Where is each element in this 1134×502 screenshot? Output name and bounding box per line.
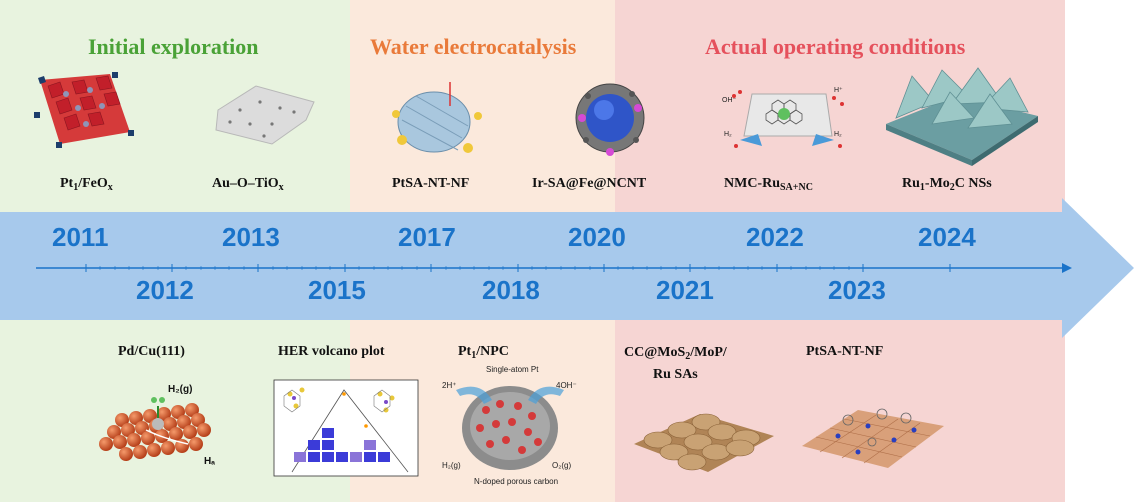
- pt-feox-structure-image: [34, 72, 134, 148]
- h-plus-label: H⁺: [834, 87, 843, 94]
- single-atom-label: Single-atom Pt: [486, 365, 539, 374]
- her-volcano-plot-image: [273, 379, 419, 477]
- phase-title-water: Water electrocatalysis: [370, 34, 577, 59]
- label-pt1-npc-sub: 1: [471, 350, 477, 361]
- label-ru1-mo2c: Ru1-Mo2C NSs: [902, 176, 992, 193]
- label-au-o-tiox-main: Au–O–TiO: [212, 176, 279, 191]
- h2g-small-label: H₂(g): [442, 461, 461, 470]
- label-ru1-mo2c-main: Ru: [902, 176, 920, 191]
- pd-cu111-surface-image: H₂(g) Hₐ: [99, 384, 215, 467]
- label-cc-mos2-mop-line2: Ru SAs: [653, 367, 698, 382]
- oh-label: OH⁻: [722, 97, 737, 104]
- label-nmc-ru: NMC-RuSA+NC: [724, 176, 813, 193]
- ptsa-nt-nf-structure-image: [392, 82, 482, 153]
- ru-mo2c-nanosheets-image: [886, 67, 1038, 166]
- label-cc-mos2-mop: CC@MoS2/MoP/ Ru SAs: [624, 344, 727, 384]
- label-cc-mos2-a: CC@MoS: [624, 345, 686, 360]
- year-2022: 2022: [746, 222, 804, 252]
- label-au-o-tiox-sub: x: [278, 182, 284, 193]
- h2-left-label: H₂: [724, 131, 732, 138]
- label-ru1-mo2c-sub2: 2: [949, 182, 955, 193]
- year-2018: 2018: [482, 275, 540, 305]
- year-2015: 2015: [308, 275, 366, 305]
- label-pt1-npc-end: /NPC: [476, 344, 509, 359]
- label-ru1-mo2c-mid: -Mo: [924, 176, 950, 191]
- cc-mos2-mop-ru-image: [634, 413, 774, 472]
- au-o-tiox-surface-image: [215, 85, 315, 145]
- o2g-label: O₂(g): [552, 461, 571, 470]
- year-2013: 2013: [222, 222, 280, 252]
- year-2017: 2017: [398, 222, 456, 252]
- label-pt1-feox-mid: /FeO: [78, 176, 108, 191]
- label-pt1-npc-main: Pt: [458, 344, 472, 359]
- label-nmc-ru-main: NMC-Ru: [724, 176, 780, 191]
- label-pt1-feox-sub2: x: [107, 182, 113, 193]
- label-ptsa-nt-nf-top: PtSA-NT-NF: [392, 176, 470, 191]
- ptsa-nt-nf-lattice-image: [802, 408, 944, 468]
- ir-sa-fe-ncnt-structure-image: [575, 83, 645, 156]
- phase-title-operating: Actual operating conditions: [705, 34, 966, 59]
- label-nmc-ru-sub: SA+NC: [780, 182, 813, 193]
- year-2011: 2011: [52, 222, 109, 252]
- two-h-label: 2H⁺: [442, 381, 456, 390]
- label-ru1-mo2c-sub1: 1: [919, 182, 925, 193]
- label-ptsa-nt-nf-bottom: PtSA-NT-NF: [806, 344, 884, 359]
- year-2020: 2020: [568, 222, 626, 252]
- phase-title-initial: Initial exploration: [88, 34, 259, 59]
- label-pd-cu111: Pd/Cu(111): [118, 344, 185, 359]
- pt1-npc-structure-image: Single-atom Pt 2H⁺ 4OH⁻ H₂(g) O₂(g) N-do…: [442, 365, 577, 486]
- year-2021: 2021: [656, 275, 714, 305]
- h2g-label: H₂(g): [168, 384, 192, 395]
- label-pt1-feox-main: Pt: [60, 176, 74, 191]
- label-au-o-tiox: Au–O–TiOx: [212, 176, 284, 193]
- label-pt1-feox-sub1: 1: [73, 182, 79, 193]
- label-pt1-npc: Pt1/NPC: [458, 344, 509, 361]
- label-cc-mos2-mop-line1: CC@MoS2/MoP/: [624, 344, 727, 366]
- label-her-volcano: HER volcano plot: [278, 344, 385, 359]
- year-2023: 2023: [828, 275, 886, 305]
- ha-label: Hₐ: [204, 456, 215, 467]
- nmc-ru-structure-image: OH⁻ H⁺ H₂ H₂: [722, 87, 844, 148]
- label-ir-sa-fe-ncnt: Ir-SA@Fe@NCNT: [532, 176, 647, 191]
- label-cc-mos2-sub: 2: [685, 351, 691, 362]
- four-oh-label: 4OH⁻: [556, 381, 577, 390]
- year-2024: 2024: [918, 222, 976, 252]
- label-ru1-mo2c-end: C NSs: [954, 176, 992, 191]
- porous-carbon-label: N-doped porous carbon: [474, 477, 558, 486]
- label-cc-mos2-b: /MoP/: [690, 345, 727, 360]
- label-pt1-feox: Pt1/FeOx: [60, 176, 113, 193]
- h2-right-label: H₂: [834, 131, 842, 138]
- year-2012: 2012: [136, 275, 194, 305]
